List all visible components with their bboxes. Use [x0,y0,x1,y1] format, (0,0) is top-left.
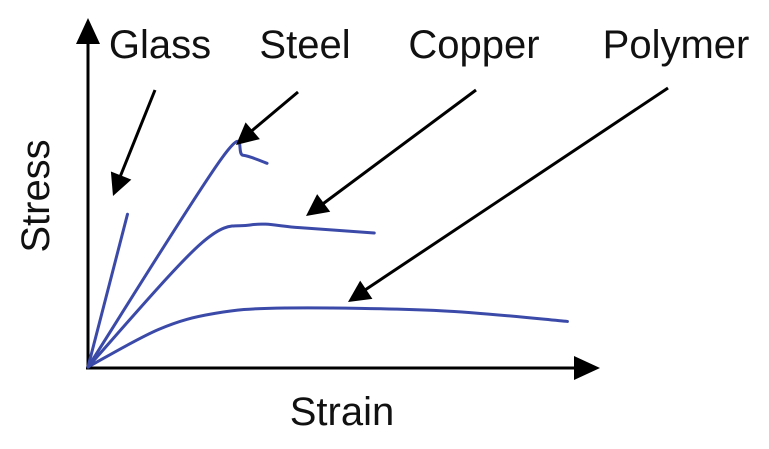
series-labels: Glass Steel Copper Polymer [109,23,749,67]
curve-glass [86,212,129,369]
y-axis [76,18,100,368]
y-axis-label: Stress [14,139,58,252]
pointer-line-copper [319,88,477,208]
pointer-line-glass [116,89,157,183]
curve-polymer [86,306,569,369]
pointer-arrow-icon-glass [110,171,132,196]
x-axis-label: Strain [290,390,395,434]
pointer-arrow-icon-steel [236,122,260,145]
pointer-line-polymer [361,86,669,294]
series-pointers [110,86,669,302]
series-label-polymer: Polymer [603,23,750,67]
series-label-glass: Glass [109,23,211,67]
curve-steel [86,140,269,369]
y-axis-arrow-icon [76,18,100,44]
x-axis [86,356,600,380]
pointer-arrow-icon-polymer [348,280,373,302]
series-curves [86,140,569,369]
pointer-line-steel [247,90,299,136]
x-axis-arrow-icon [574,356,600,380]
series-label-steel: Steel [259,23,350,67]
series-label-copper: Copper [408,23,539,67]
curve-copper [86,222,376,369]
pointer-arrow-icon-copper [306,194,331,216]
